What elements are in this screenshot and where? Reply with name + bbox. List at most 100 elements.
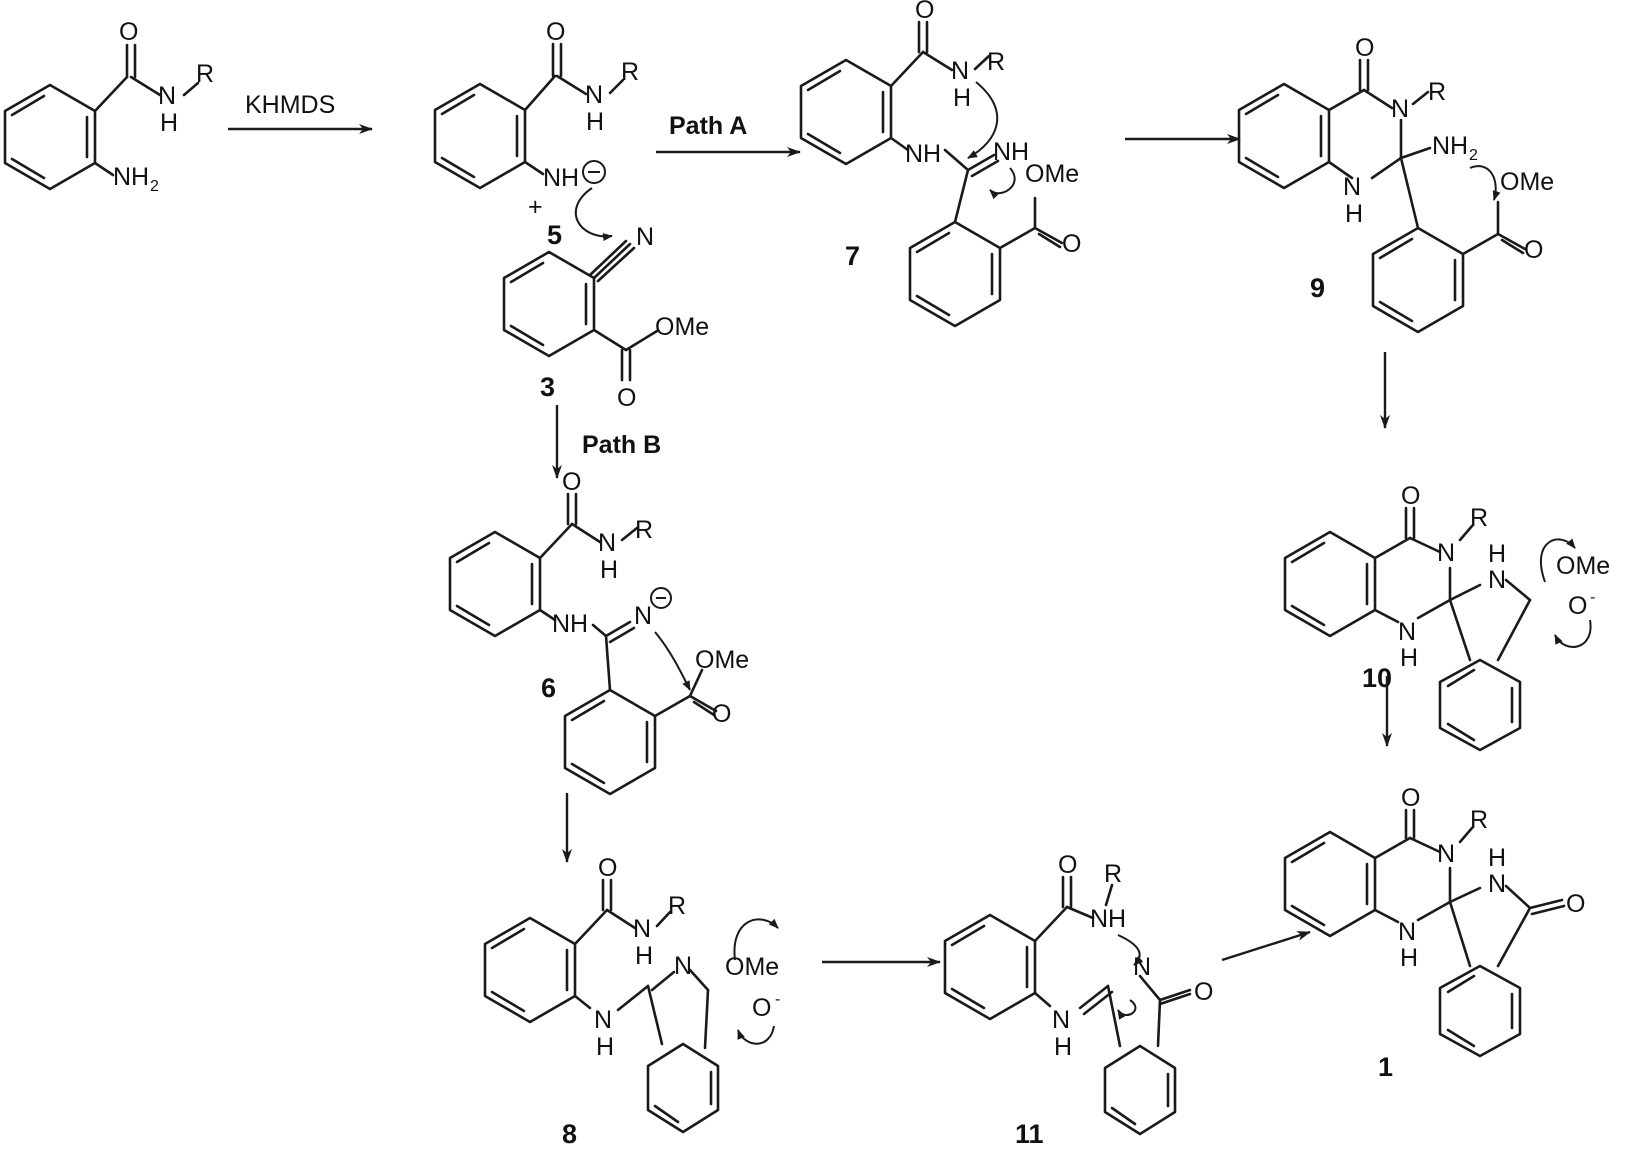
ring-N: N: [1488, 870, 1506, 898]
R-group: R: [621, 58, 639, 86]
nitrile-N: N: [636, 223, 654, 251]
label-11: 11: [1015, 1119, 1044, 1149]
push-arrow: [733, 918, 779, 961]
push-arrow: [1117, 999, 1137, 1020]
negative-charge: [582, 160, 606, 184]
amide-N: N: [585, 81, 603, 109]
ester-OMe: OMe: [695, 646, 749, 674]
compound-3: N OMe O 3: [502, 223, 709, 412]
amide-N: N: [598, 529, 616, 557]
compound-8: O N H R N OMe O - N H 8: [483, 854, 780, 1149]
alkoxide-O: O: [752, 994, 771, 1022]
ring-N: N: [1437, 539, 1455, 567]
R-group: R: [1104, 860, 1122, 888]
carbonyl-O: O: [1401, 482, 1420, 510]
carbonyl-O: O: [119, 18, 138, 46]
amide-H: H: [635, 942, 653, 970]
NH-label: N: [1398, 618, 1416, 646]
R-group: R: [635, 516, 653, 544]
carbonyl-O: O: [598, 854, 617, 882]
H-label: H: [1488, 844, 1506, 872]
imine-NH: NH: [993, 138, 1029, 166]
khmds-label: KHMDS: [245, 91, 335, 119]
NH-label: NH: [905, 140, 941, 168]
R-group: R: [1470, 504, 1488, 532]
amide-H: H: [586, 108, 604, 136]
label-5: 5: [547, 220, 562, 250]
push-arrow-2: [737, 1025, 775, 1045]
R-group: R: [1470, 806, 1488, 834]
amide-N: N: [158, 82, 176, 110]
starting-aminobenzamide: O N H R NH 2: [3, 18, 214, 195]
negative-charge: [650, 587, 672, 609]
ring-N: N: [1391, 95, 1409, 123]
amine-H: H: [1400, 644, 1418, 672]
ester-O: O: [1062, 230, 1081, 258]
carbonyl-O: O: [562, 468, 581, 496]
subscript-2: 2: [1469, 147, 1478, 164]
ester-OMe: OMe: [1500, 168, 1554, 196]
lactam-O: O: [1566, 890, 1585, 918]
ester-O: O: [617, 384, 636, 412]
attack-arrow: [574, 187, 613, 242]
amine-H: H: [1400, 944, 1418, 972]
compound-10: O N R H N OMe O - N H 10: [1283, 482, 1610, 752]
ester-OMe: OMe: [655, 313, 709, 341]
ester-O: O: [712, 700, 731, 728]
carbonyl-O: O: [915, 0, 934, 24]
carbonyl-O: O: [1058, 851, 1077, 879]
path-a-label: Path A: [669, 112, 747, 140]
ring-N: N: [1133, 953, 1151, 981]
minus-charge: -: [775, 991, 780, 1008]
amide-H: H: [160, 109, 178, 137]
compound-7: O N H R NH NH OMe O 7: [799, 0, 1081, 328]
plus-sign: +: [528, 193, 543, 221]
NH-label: N: [594, 1006, 612, 1034]
benzene-ring: [3, 83, 97, 191]
path-b-label: Path B: [582, 431, 661, 459]
ring-N: N: [1488, 566, 1506, 594]
attack-arrow: [1117, 934, 1144, 966]
alkoxide-O: O: [1568, 592, 1587, 620]
anion-NH: NH: [543, 164, 579, 192]
ring-H: H: [1345, 200, 1363, 228]
NH-label: N: [1052, 1006, 1070, 1034]
label-7: 7: [845, 241, 860, 271]
R-group: R: [196, 60, 214, 88]
imine-N: N: [634, 602, 652, 630]
NH-label: N: [1398, 918, 1416, 946]
step-11-1-arrow: [1221, 930, 1311, 962]
ring-N: N: [674, 952, 692, 980]
label-9: 9: [1310, 273, 1325, 303]
minus-charge: -: [1590, 589, 1595, 606]
attack-arrow: [1469, 165, 1501, 201]
R-group: R: [668, 892, 686, 920]
compound-11: O R NH N O N H 11: [943, 851, 1213, 1149]
amide-H: H: [600, 556, 618, 584]
compound-6: O N H R NH N OMe O 6: [448, 468, 749, 796]
ester-OMe: OMe: [1025, 160, 1079, 188]
amide-N: N: [633, 915, 651, 943]
amine-NH: NH: [113, 163, 149, 191]
subscript-2: 2: [150, 178, 159, 195]
label-6: 6: [541, 673, 556, 703]
R-group: R: [987, 48, 1005, 76]
ester-O: O: [1524, 236, 1543, 264]
push-arrow: [1539, 538, 1576, 583]
R-group: R: [1428, 78, 1446, 106]
ester-OMe: OMe: [1556, 552, 1610, 580]
amine-H: H: [596, 1033, 614, 1061]
push-arrow-2: [1554, 619, 1592, 648]
carbonyl-O: O: [546, 18, 565, 46]
attack-arrow: [967, 81, 999, 159]
lactam-O: O: [1194, 978, 1213, 1006]
label-1: 1: [1378, 1052, 1393, 1082]
compound-5: O N H R NH + 5: [433, 18, 639, 250]
label-8: 8: [562, 1119, 577, 1149]
NH-label: NH: [552, 610, 588, 638]
compound-1: O N R H N O N H 1: [1283, 784, 1585, 1082]
label-3: 3: [540, 372, 555, 402]
amine-H: H: [1054, 1033, 1072, 1061]
amide-H: H: [953, 84, 971, 112]
